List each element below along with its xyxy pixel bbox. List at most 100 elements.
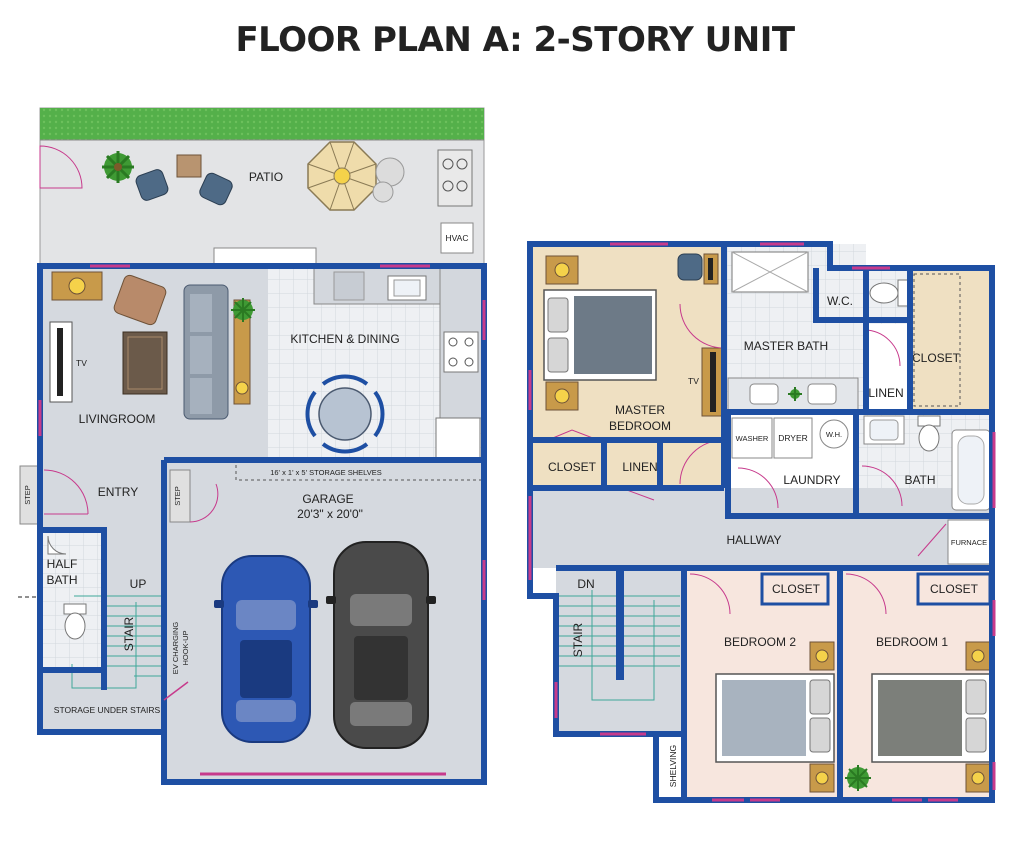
- bed-icon: [715, 673, 835, 763]
- half-bath-label-1: HALF: [47, 557, 78, 571]
- master-linen-label: LINEN: [868, 386, 903, 400]
- grill-icon: [437, 149, 473, 207]
- nightstand-lamp-icon: [545, 381, 579, 411]
- page-title: FLOOR PLAN A: 2-STORY UNIT: [235, 20, 795, 60]
- living-room-label: LIVINGROOM: [79, 412, 156, 426]
- master-closet-label: CLOSET: [912, 351, 961, 365]
- plant-icon: [102, 151, 134, 183]
- nightstand-lamp-icon: [965, 763, 991, 793]
- master-closet-floor: [910, 268, 992, 412]
- laundry-label: LAUNDRY: [783, 473, 840, 487]
- lamp-icon: [235, 381, 249, 395]
- entry-label: ENTRY: [98, 485, 138, 499]
- stair-dn-label: DN: [577, 577, 594, 591]
- garage-size-label: 20'3" x 20'0": [297, 507, 363, 521]
- tv-label: TV: [76, 358, 87, 368]
- closet-b1: [916, 572, 992, 606]
- hvac-unit: [440, 222, 474, 254]
- plant-icon: [788, 387, 802, 401]
- ev-charging-label-2: HOOK-UP: [181, 630, 190, 665]
- step-garage-label: STEP: [173, 486, 182, 506]
- linen-left-label: LINEN: [622, 460, 657, 474]
- ev-charging-label-1: EV CHARGING: [171, 622, 180, 675]
- first-floor-windows: [38, 264, 486, 776]
- closet-b1-label: CLOSET: [930, 582, 979, 596]
- step-left-label: STEP: [23, 485, 32, 505]
- second-floor-windows: [528, 242, 996, 802]
- refrigerator-icon: [435, 417, 481, 459]
- storage-under-stairs-label: STORAGE UNDER STAIRS: [54, 705, 161, 715]
- toilet-icon: [917, 415, 941, 452]
- furnace-unit: [947, 519, 991, 565]
- stair-steps: [71, 595, 164, 689]
- dryer-label: DRYER: [778, 433, 808, 443]
- patio-label: PATIO: [249, 170, 283, 184]
- plant-icon: [231, 298, 255, 322]
- water-heater-icon: [819, 419, 849, 449]
- stair-up-label: UP: [130, 577, 147, 591]
- stair-label-2: STAIR: [571, 622, 585, 657]
- stair-label: STAIR: [122, 616, 136, 651]
- bed-icon: [871, 673, 991, 763]
- nightstand-lamp-icon: [809, 763, 835, 793]
- nightstand-lamp-icon: [965, 641, 991, 671]
- dark-car-icon: [326, 541, 436, 749]
- nightstand-lamp-icon: [545, 255, 579, 285]
- toilet-icon: [63, 603, 87, 640]
- garage-floor: [164, 460, 484, 782]
- second-floor-walls: [527, 241, 995, 803]
- patio-chairs-icon: [372, 157, 405, 203]
- console-lamp-icon: [51, 271, 103, 301]
- bedroom1-label: BEDROOM 1: [876, 635, 948, 649]
- garage-label: GARAGE: [302, 492, 353, 506]
- closet-b2: [760, 572, 830, 606]
- master-bath-label: MASTER BATH: [744, 339, 828, 353]
- hvac-label: HVAC: [446, 233, 469, 243]
- patio-chair-icon: [199, 172, 233, 206]
- storage-shelves-label: 16' x 1' x 5' STORAGE SHELVES: [270, 468, 382, 477]
- closet-left-label: CLOSET: [548, 460, 597, 474]
- desk-chair-icon: [677, 253, 719, 285]
- entry-floor: [40, 466, 164, 530]
- kitchen-sink-icon: [387, 275, 427, 301]
- dining-table-icon: [305, 374, 385, 454]
- shelving-label: SHELVING: [668, 745, 678, 787]
- water-heater-label: W.H.: [826, 430, 842, 439]
- stove-icon: [443, 331, 479, 373]
- nightstand-lamp-icon: [809, 641, 835, 671]
- bathtub-icon: [951, 429, 991, 511]
- patio-umbrella-table-icon: [307, 141, 377, 211]
- half-bath-label-2: BATH: [46, 573, 77, 587]
- sofa-icon: [183, 284, 229, 420]
- kitchen-dining-label: KITCHEN & DINING: [290, 332, 399, 346]
- bath-sink-icon: [863, 415, 905, 445]
- bath-label: BATH: [904, 473, 935, 487]
- first-floor-walls: [37, 263, 487, 785]
- hallway-floor: [530, 488, 992, 568]
- washer-label: WASHER: [736, 434, 769, 443]
- washer-icon: [731, 417, 773, 459]
- shower-icon: [731, 251, 809, 293]
- shelving-floor: [656, 734, 684, 800]
- step-garage: [169, 469, 191, 523]
- blue-car-icon: [214, 555, 318, 743]
- bedroom2-label: BEDROOM 2: [724, 635, 796, 649]
- stair-floor: [104, 530, 164, 690]
- grass-strip: [40, 108, 484, 140]
- furnace-label: FURNACE: [951, 538, 987, 547]
- plant-icon: [845, 765, 871, 791]
- toilet-icon: [869, 279, 909, 307]
- master-bedroom-label-1: MASTER: [615, 403, 665, 417]
- second-floor-plan: TV MASTER BEDROOM CLOSET LINEN MASTER BA…: [527, 241, 996, 803]
- dryer-icon: [773, 417, 813, 459]
- master-bedroom-label-2: BEDROOM: [609, 419, 671, 433]
- patio-chair-icon: [135, 169, 169, 201]
- coffee-table-icon: [122, 331, 168, 395]
- master-tv-label: TV: [688, 376, 699, 386]
- first-floor-plan: PATIO HVAC: [18, 107, 487, 785]
- armchair-icon: [113, 274, 167, 326]
- master-tv-icon: [701, 347, 725, 417]
- master-bed-icon: [543, 289, 657, 381]
- hallway-label: HALLWAY: [726, 533, 781, 547]
